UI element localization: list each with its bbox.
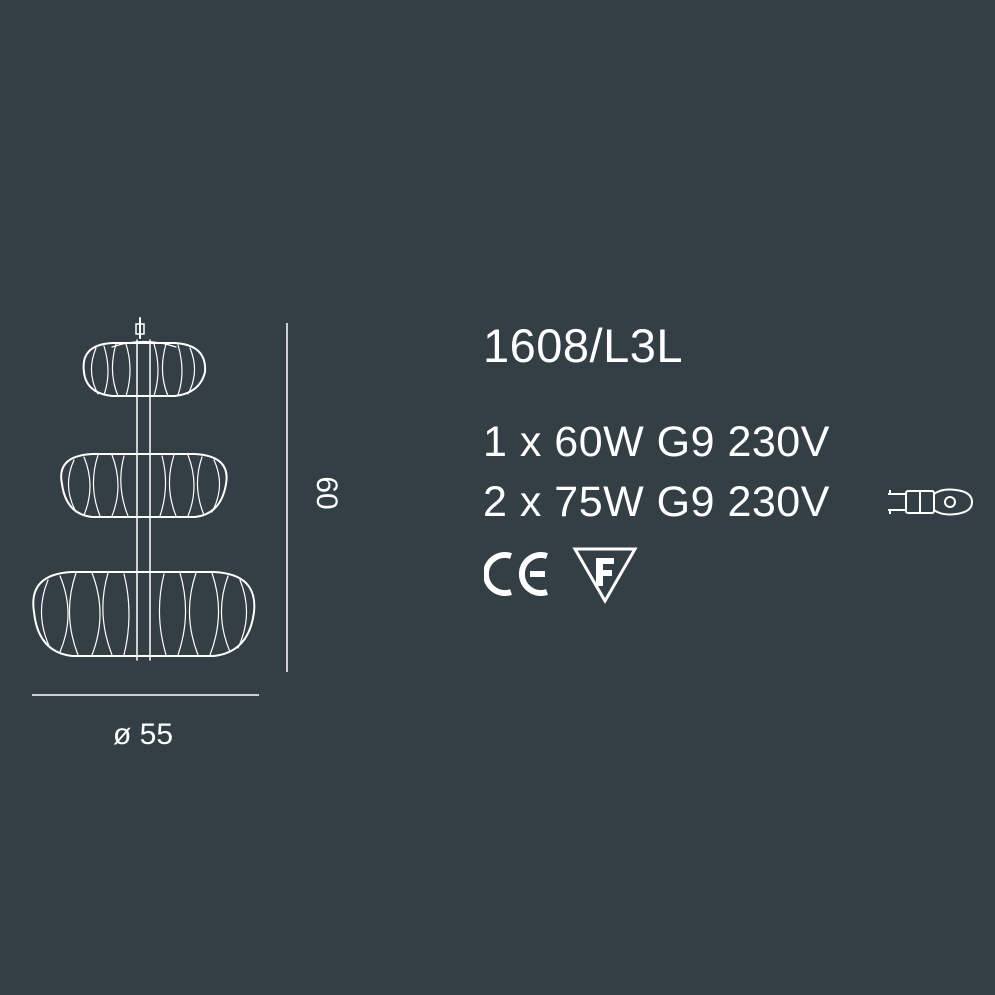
- height-label: 60: [310, 476, 343, 510]
- bulb-spec-line: 2 x 75W G9 230V: [483, 478, 830, 526]
- g9-bulb-icon: [888, 488, 974, 516]
- model-code: 1608/L3L: [483, 319, 684, 372]
- ce-mark-icon: [484, 552, 548, 596]
- diameter-label: ø 55: [113, 718, 174, 751]
- f-mark-icon: [572, 547, 638, 604]
- bulb-spec-line: 1 x 60W G9 230V: [483, 418, 830, 466]
